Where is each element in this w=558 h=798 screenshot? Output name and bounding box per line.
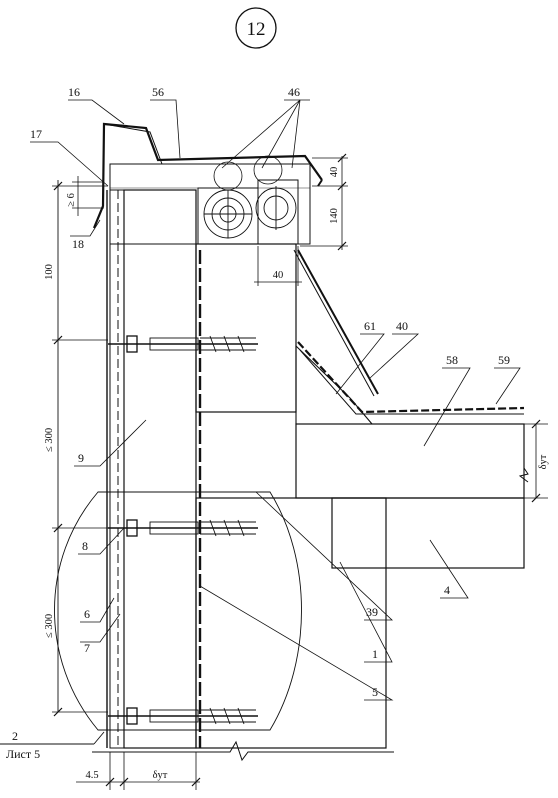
detail-reference-arc [54, 491, 302, 731]
dim-height-100: 100 [44, 264, 55, 280]
bottom-dimension [76, 752, 201, 790]
dim-face-offset: 4.5 [85, 770, 98, 781]
callout-7: 7 [84, 641, 90, 655]
screed-band [195, 411, 297, 499]
dim-spacing-300-bottom: ≤ 300 [44, 614, 55, 638]
callout-56: 56 [152, 85, 164, 99]
roof-insulation [295, 423, 525, 499]
dim-min-gap: ≥ 6 [66, 193, 77, 207]
dim-height-140: 140 [329, 208, 340, 224]
node-number: 12 [247, 19, 266, 40]
callout-59: 59 [498, 353, 510, 367]
left-dimension-chain [52, 176, 108, 717]
timber-block-right [255, 179, 299, 245]
timber-block-top [213, 155, 283, 191]
sheet-reference-number: 2 [12, 729, 18, 743]
metal-coping [92, 122, 323, 229]
dim-spacing-300-top: ≤ 300 [44, 428, 55, 452]
right-dimension-chain [254, 153, 348, 286]
callout-17: 17 [30, 127, 42, 141]
facade-render [109, 189, 125, 749]
dim-cap-40: 40 [329, 167, 340, 178]
callout-58: 58 [446, 353, 458, 367]
callout-18: 18 [72, 237, 84, 251]
node-number-badge: 12 [235, 7, 277, 49]
anchor-middle [108, 519, 258, 537]
callout-9: 9 [78, 451, 84, 465]
anchor-bottom [108, 707, 258, 725]
anchor-top [108, 335, 258, 353]
dim-width-40: 40 [273, 270, 284, 281]
callout-4: 4 [444, 583, 450, 597]
floor-slab [331, 497, 525, 569]
leader-lines [30, 99, 521, 701]
timber-block-left [197, 187, 259, 245]
callout-46: 46 [288, 85, 300, 99]
break-line-bottom [92, 740, 394, 762]
callout-16: 16 [68, 85, 80, 99]
callout-1: 1 [372, 647, 378, 661]
parapet-timber-zone [109, 163, 311, 245]
break-line-slab [518, 467, 529, 483]
callout-39: 39 [366, 605, 378, 619]
flashing [297, 249, 379, 395]
roof-membrane [297, 341, 525, 414]
callout-5: 5 [372, 685, 378, 699]
callout-61: 61 [364, 319, 376, 333]
callout-6: 6 [84, 607, 90, 621]
callout-8: 8 [82, 539, 88, 553]
sheet-reference-label: Лист 5 [6, 747, 40, 761]
dim-insulation-roof: δут [538, 454, 549, 469]
dim-insulation-wall: δут [153, 770, 168, 781]
facade-insulation [123, 189, 197, 749]
roof-dimension [524, 419, 548, 503]
callout-40: 40 [396, 319, 408, 333]
